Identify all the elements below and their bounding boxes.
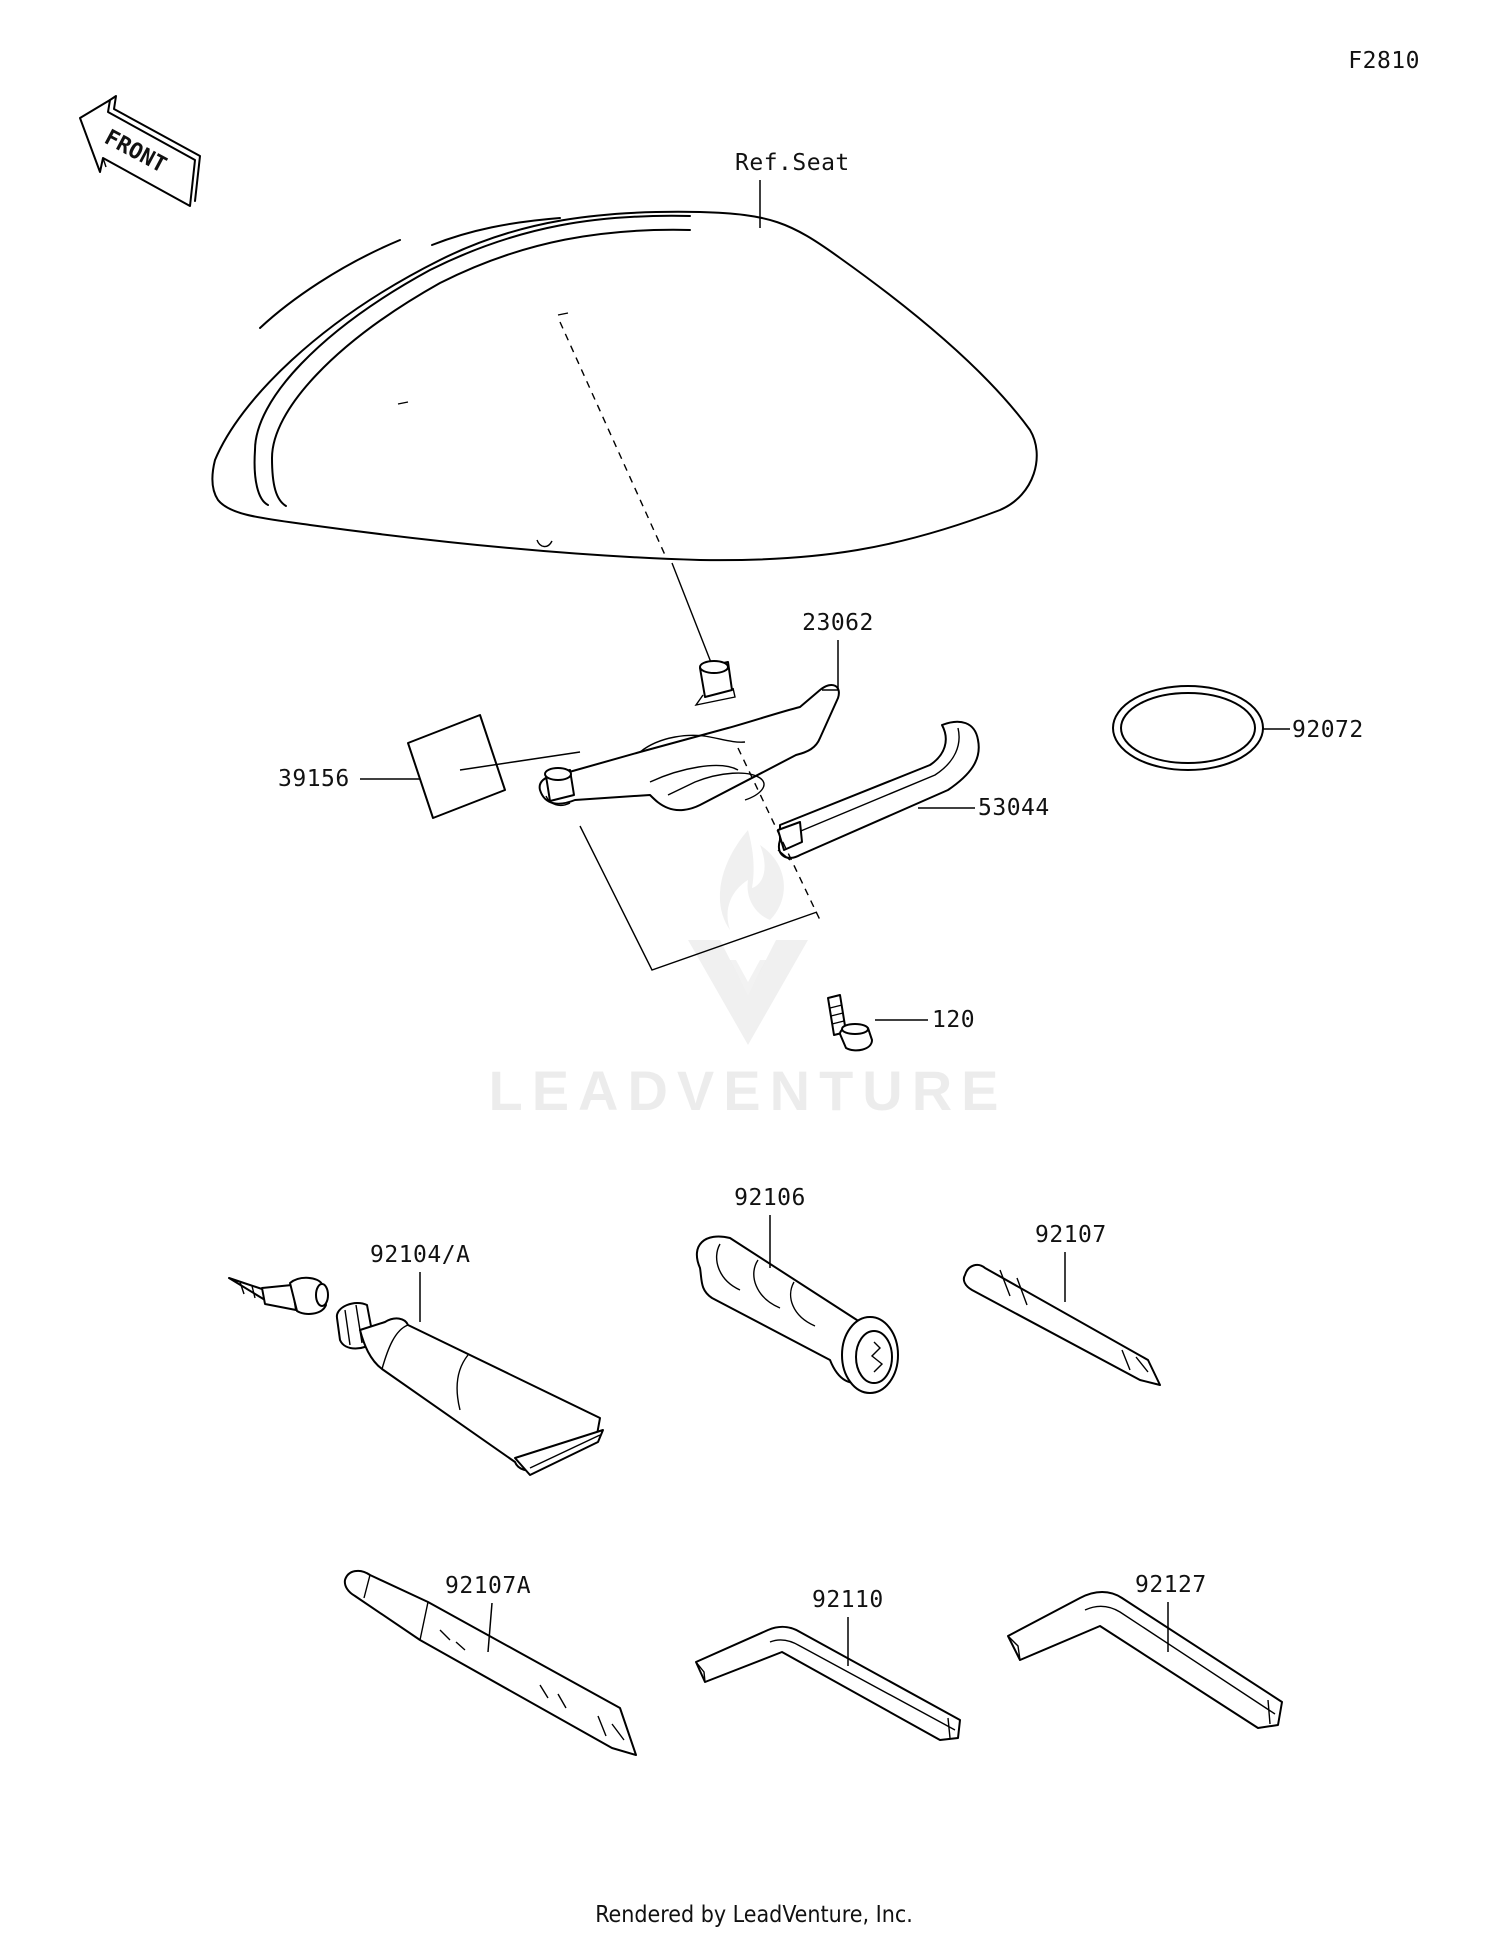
part-53044-strap	[777, 720, 980, 861]
assembly-frame-line	[579, 825, 818, 971]
callout-line-92107a	[487, 1602, 493, 1653]
part-92104a-tube	[228, 1276, 604, 1476]
label-92104a: 92104/A	[370, 1242, 470, 1268]
seat-illustration	[211, 210, 1038, 562]
front-arrow-icon: FRONT	[79, 95, 201, 207]
part-92107a-screwdriver	[343, 1569, 637, 1756]
part-92110-hex-wrench	[695, 1625, 961, 1741]
part-92127-hex-wrench	[1007, 1591, 1283, 1729]
part-92107-screwdriver-bit	[962, 1263, 1161, 1386]
dashed-line-bolt	[737, 747, 821, 921]
figure-code: F2810	[1348, 48, 1420, 74]
label-ref-seat: Ref.Seat	[735, 150, 850, 176]
label-92107a: 92107A	[445, 1573, 531, 1599]
leadventure-watermark-logo	[688, 830, 808, 1045]
part-92106-handle	[695, 1235, 899, 1394]
part-39156-label	[407, 714, 506, 819]
part-120-bolt	[827, 994, 873, 1052]
footer-credit: Rendered by LeadVenture, Inc.	[595, 1902, 913, 1928]
part-23062-bracket	[538, 660, 840, 812]
label-92110: 92110	[812, 1587, 884, 1613]
label-120: 120	[932, 1007, 975, 1033]
label-23062: 23062	[802, 610, 874, 636]
part-92072-oring	[1112, 685, 1264, 771]
watermark-text: LEADVENTURE	[488, 1059, 1007, 1122]
label-92127: 92127	[1135, 1572, 1207, 1598]
assembly-line-seat	[671, 562, 713, 666]
label-92106: 92106	[734, 1185, 806, 1211]
label-92107: 92107	[1035, 1222, 1107, 1248]
label-39156: 39156	[278, 766, 350, 792]
label-53044: 53044	[978, 795, 1050, 821]
label-92072: 92072	[1292, 717, 1364, 743]
pointer-line-39156	[459, 751, 581, 771]
callout-line-23062	[822, 640, 839, 691]
